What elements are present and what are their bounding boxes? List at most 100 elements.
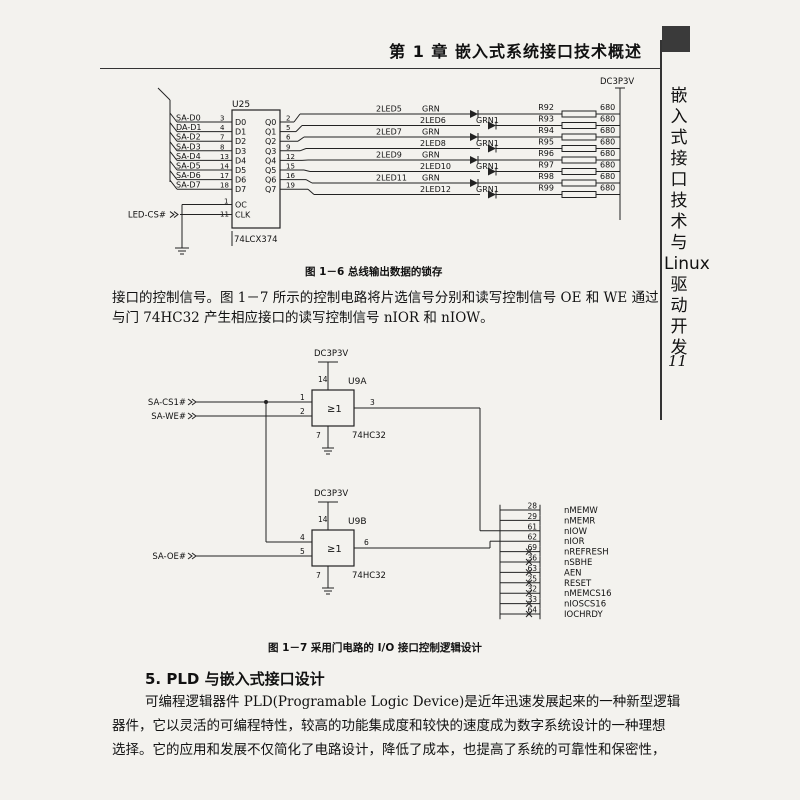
figure-1-7-schematic: ≥1U9A74HC32147DC3P3V≥1U9B74HC32147DC3P3V… [148, 349, 612, 620]
connector-pin-number: 29 [527, 512, 537, 521]
bus-entry [169, 170, 178, 180]
input-pin-number: 3 [220, 115, 224, 123]
input-signal-label: SA-D3 [176, 142, 201, 151]
latch-chip-body [231, 109, 281, 229]
led-color-label: GRN1 [476, 185, 499, 194]
gate-u9b-power-label: DC3P3V [314, 489, 348, 499]
bus-entry [169, 131, 178, 142]
side-book-title: 嵌入式接口技术与Linux驱动开发 [664, 86, 710, 358]
resistor-symbol [561, 179, 597, 187]
resistor-value-label: 680 [600, 172, 615, 181]
gate-u9b-ref: U9B [348, 517, 367, 527]
connector-pin-number: 61 [527, 522, 537, 531]
led-power-label: DC3P3V [600, 77, 634, 87]
gate-u9a-symbol: ≥1 [327, 404, 342, 415]
input-cs1-label: SA-CS1# [148, 398, 186, 408]
q-pin-label: Q5 [265, 166, 276, 175]
bus-entry [169, 122, 178, 132]
q-output-route [299, 148, 307, 152]
figure-1-6-caption: 图 1－6 总线输出数据的锁存 [305, 266, 443, 278]
connector-signal-label: IOCHRDY [564, 610, 604, 620]
led-diode-symbol [488, 190, 496, 199]
oc-pin-number: 1 [224, 198, 228, 206]
led-diode-symbol [470, 110, 478, 118]
connector-signal-label: nSBHE [564, 558, 592, 568]
gate-u9a-part: 74HC32 [352, 431, 386, 441]
led-color-label: GRN [422, 174, 440, 183]
output-pin-number: 2 [286, 115, 290, 123]
u9b-pin4: 4 [300, 533, 305, 542]
led-color-label: GRN [422, 151, 440, 160]
page-header: 第 1 章 嵌入式系统接口技术概述 [100, 36, 660, 69]
led-diode-symbol [488, 121, 496, 130]
led-color-label: GRN [422, 105, 440, 114]
bus-entry-line [157, 87, 171, 101]
q-pin-label: Q4 [265, 156, 276, 165]
u9a-pin2: 2 [300, 407, 305, 416]
input-we-label: SA-WE# [151, 412, 186, 422]
q-output-route [305, 179, 313, 184]
led-name-label: 2LED11 [376, 174, 407, 183]
led-color-label: GRN1 [476, 162, 499, 171]
connector-pin-number: 62 [527, 533, 537, 542]
no-connect-mark [525, 600, 533, 607]
output-pin-number: 16 [286, 172, 295, 180]
led-diode-symbol [488, 144, 496, 153]
connector-pin-number: 64 [527, 606, 537, 615]
d-pin-label: D5 [235, 166, 246, 175]
oc-pin-label: OC [235, 201, 247, 210]
paragraph-1-line-2: 与门 74HC32 产生相应接口的读写控制信号 nIOR 和 nIOW。 [112, 310, 494, 326]
no-connect-mark [525, 589, 533, 597]
resistor-ref-label: R96 [538, 149, 554, 158]
connector-pin-number: 28 [527, 502, 537, 511]
input-pin-number: 7 [220, 134, 224, 142]
resistor-symbol [561, 191, 597, 198]
resistor-symbol [561, 145, 597, 152]
paragraph-2-line-1: 可编程逻辑器件 PLD(Programable Logic Device)是近年… [145, 694, 681, 710]
output-pin-number: 6 [286, 134, 291, 142]
connector-pin-number: 63 [527, 564, 537, 573]
q-pin-label: Q7 [265, 185, 276, 194]
paragraph-1-line-1: 接口的控制信号。图 1－7 所示的控制电路将片选信号分别和读写控制信号 OE 和… [112, 290, 659, 306]
output-pin-number: 15 [286, 163, 295, 171]
output-pin-number: 12 [286, 153, 295, 161]
bus-entry [169, 179, 178, 190]
output-pin-number: 5 [286, 124, 290, 132]
cs-arrow [169, 211, 179, 218]
resistor-ref-label: R95 [538, 138, 554, 147]
resistor-value-label: 680 [600, 161, 615, 170]
led-name-label: 2LED12 [420, 185, 451, 194]
u9b-pin6: 6 [364, 538, 369, 547]
paragraph-2-line-2: 器件，它以灵活的可编程特性，较高的功能集成度和较快的速度成为数字系统设计的一种理… [112, 718, 666, 734]
resistor-value-label: 680 [600, 149, 615, 158]
gate-u9b-symbol: ≥1 [327, 544, 342, 555]
u9a-pin3: 3 [370, 398, 375, 407]
connector-signal-label: nMEMCS16 [564, 589, 612, 599]
gate-u9b-gnd-pin: 7 [316, 571, 321, 580]
q-output-route [303, 169, 311, 172]
figure-1-7-caption: 图 1－7 采用门电路的 I/O 接口控制逻辑设计 [268, 642, 482, 654]
resistor-ref-label: R97 [538, 161, 554, 170]
input-pin-number: 13 [220, 153, 229, 161]
q-pin-label: Q2 [265, 137, 276, 146]
output-pin-number: 19 [286, 182, 295, 190]
resistor-ref-label: R98 [538, 172, 554, 181]
bus-entry [169, 141, 178, 152]
connector-pin-number: 25 [527, 574, 537, 583]
led-diode-symbol [470, 133, 478, 141]
connector-signal-label: nIOR [564, 537, 585, 547]
connector-signal-label: nREFRESH [564, 548, 609, 558]
clk-pin-label: CLK [235, 211, 251, 220]
connector-signal-label: nIOSCS16 [564, 600, 606, 610]
d-pin-label: D7 [235, 185, 246, 194]
input-signal-label: SA-D5 [176, 162, 201, 171]
bus-entry [169, 112, 178, 123]
connector-signal-label: RESET [564, 579, 592, 589]
d-pin-label: D3 [235, 147, 246, 156]
q-pin-label: Q3 [265, 147, 276, 156]
d-pin-label: D4 [235, 156, 246, 165]
no-connect-mark [525, 610, 533, 618]
led-diode-symbol [488, 167, 496, 176]
input-signal-label: DA-D1 [176, 123, 201, 132]
